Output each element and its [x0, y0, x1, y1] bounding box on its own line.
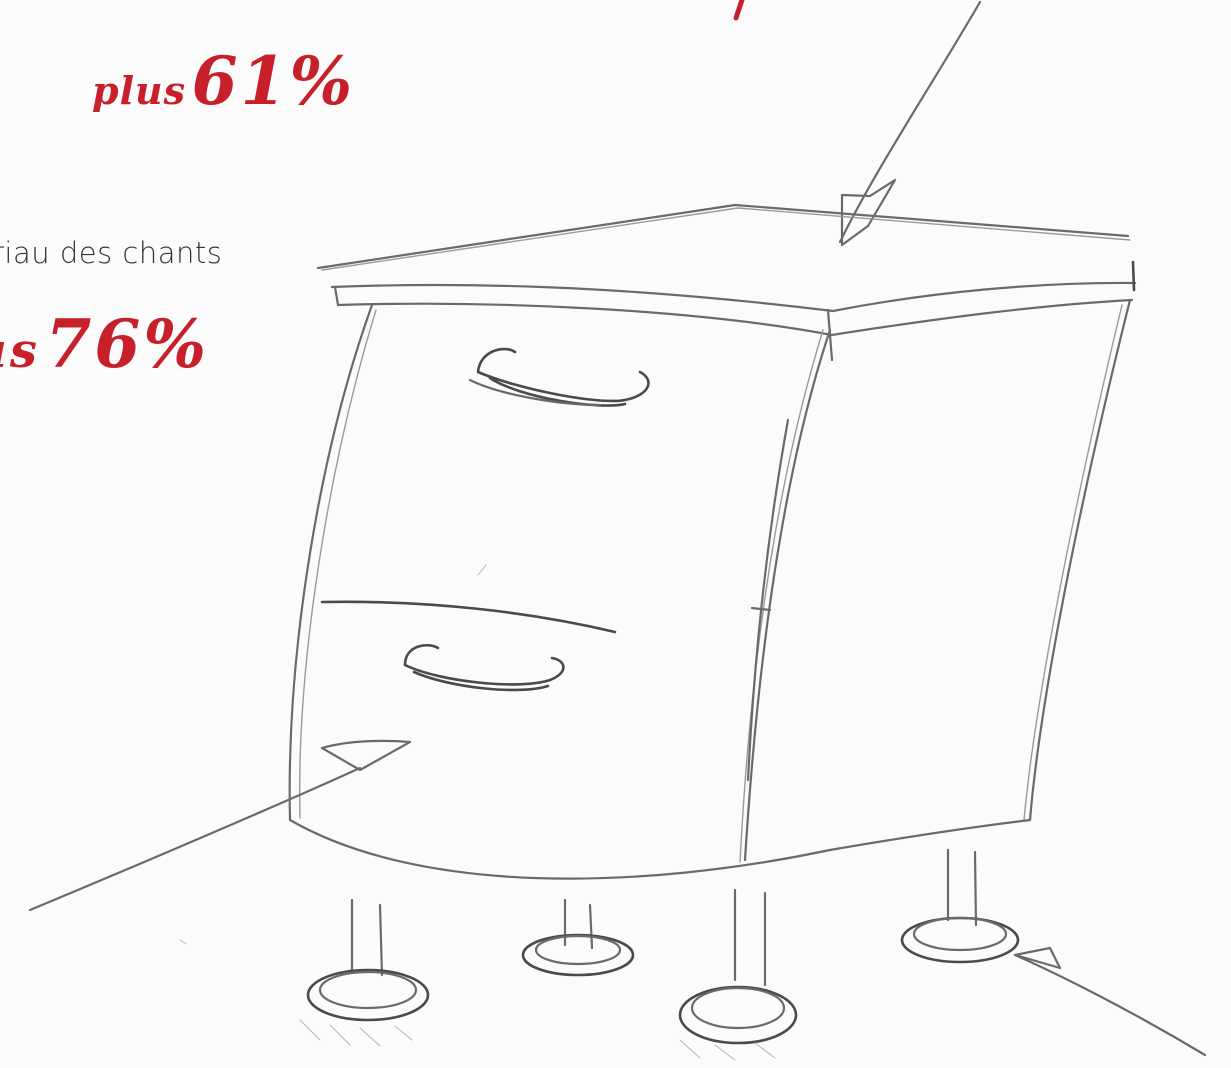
- mid-value-prefix: us: [0, 323, 40, 379]
- edge-caption: riau des chants: [0, 236, 223, 270]
- cabinet-top: [316, 203, 1137, 362]
- cabinet-front: [288, 303, 832, 880]
- foot-back-right: [900, 848, 1020, 964]
- cabinet-feet: [299, 848, 1020, 1061]
- foot-front-middle: [521, 898, 635, 977]
- top-arrow: [838, 0, 982, 247]
- mid-value-label: us 76%: [0, 305, 209, 383]
- lower-right-arrow: [1013, 946, 1207, 1057]
- foot-front-right: [678, 888, 798, 1061]
- cabinet-side: [746, 298, 1132, 852]
- mid-value-number: 76%: [45, 305, 210, 383]
- top-value-prefix: plus: [92, 68, 187, 113]
- top-value-number: 61%: [191, 42, 356, 120]
- red-stroke-fragment: [733, 0, 745, 21]
- foot-front-left: [299, 898, 430, 1047]
- stray-mark: [477, 564, 487, 576]
- lower-left-arrow: [28, 766, 362, 912]
- stray-mark: [179, 939, 187, 945]
- top-value-label: plus 61%: [92, 42, 355, 120]
